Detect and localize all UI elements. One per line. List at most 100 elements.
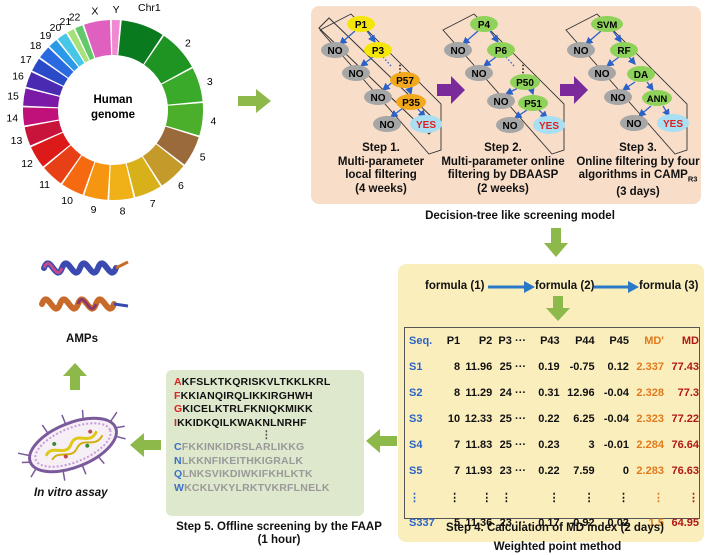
sequence-item: WKCKLVKYLRKTVKRFLNELK xyxy=(174,482,359,496)
sequence-residues: KFSLKTKQRISKVLTKKLKRL xyxy=(181,376,331,388)
chromosome-label: 19 xyxy=(40,30,52,42)
table-cell: 23 xyxy=(499,517,512,529)
table-header-cell: MD xyxy=(681,335,699,347)
table-cell: ⋮ xyxy=(449,491,461,504)
table-cell: ··· xyxy=(515,361,527,373)
sequence-item: CFKKINKIDRSLARLIKKG xyxy=(174,441,359,455)
chromosome-segment xyxy=(26,72,64,96)
tree2-node-4: P51 xyxy=(524,99,542,110)
chromosome-label: 7 xyxy=(150,198,156,210)
tree2-node-2: P6 xyxy=(495,46,508,57)
table-cell: 0.22 xyxy=(538,465,560,477)
table-cell: 7 xyxy=(454,465,461,477)
sequence-first-residue: W xyxy=(174,481,185,494)
table-cell: -0.92 xyxy=(569,517,595,529)
chromosome-segment xyxy=(84,20,112,58)
table-cell: ⋮ xyxy=(548,491,560,504)
table-cell: 25 xyxy=(499,361,512,373)
tree-step2: P4 NO P6 NO ⋮ P50 NO P51 NO YES xyxy=(444,16,565,134)
sequence-panel xyxy=(166,370,364,516)
amps-label: AMPs xyxy=(66,333,98,345)
table-cell: 77.22 xyxy=(671,413,699,425)
chromosome-label: 5 xyxy=(200,152,206,164)
chromosome-label: 11 xyxy=(39,179,50,191)
sequence-residues: LKKNFIKEITHKIGRALK xyxy=(181,454,304,467)
chromosome-label: 17 xyxy=(20,54,32,66)
step4-caption: Step 4. Calculation of MD index (2 days) xyxy=(446,522,664,534)
chromosome-label: 4 xyxy=(211,116,217,128)
table-cell: 5 xyxy=(454,517,461,529)
tree3-node-4: ANN xyxy=(647,94,668,105)
tree1-no-3: NO xyxy=(371,93,386,104)
arrow-right-icon xyxy=(437,76,465,104)
formula-1: formula (1) xyxy=(425,280,485,292)
table-cell: S5 xyxy=(409,465,423,477)
model-label: Decision-tree like screening model xyxy=(425,210,615,222)
chromosome-label: 6 xyxy=(178,180,184,192)
tree2-no-2: NO xyxy=(472,69,487,80)
svg-text:⋮: ⋮ xyxy=(395,64,405,75)
table-header-cell: MD' xyxy=(644,335,664,347)
tree1-no-1: NO xyxy=(328,46,343,57)
table-cell: S337 xyxy=(409,517,435,529)
table-cell: 64.95 xyxy=(671,517,699,529)
sequence-first-residue: F xyxy=(174,389,181,402)
table-cell: 11.83 xyxy=(465,439,493,451)
table-cell: -0.04 xyxy=(603,413,629,425)
sequence-residues: KCKLVKYLRKTVKRFLNELK xyxy=(184,481,330,494)
table-cell: 25 xyxy=(499,439,512,451)
sequence-item: QLNKSVIKDIWKIFKHLKTK xyxy=(174,468,359,482)
sequence-first-residue: I xyxy=(174,416,178,429)
arrow-left-icon xyxy=(366,429,397,453)
chromosome-label: 18 xyxy=(30,40,42,52)
chromosome-label: 9 xyxy=(91,204,97,216)
chromosome-label: 3 xyxy=(207,76,213,88)
tree2-yes: YES xyxy=(539,121,559,132)
table-cell: 12.96 xyxy=(567,387,595,399)
chromosome-segment xyxy=(24,120,63,146)
tree2-no-4: NO xyxy=(503,121,518,132)
tree1-yes: YES xyxy=(416,120,436,131)
tree3-node-3: DA xyxy=(634,70,648,81)
chromosome-segment xyxy=(40,47,74,78)
arrow-down-icon xyxy=(544,228,568,257)
step5-caption: Step 5. Offline screening by the FAAP (1… xyxy=(176,521,382,546)
table-cell: 76.64 xyxy=(671,439,699,451)
chromosome-segment xyxy=(84,162,110,200)
chromosome-label: 8 xyxy=(120,206,126,218)
table-cell: -0.01 xyxy=(603,439,629,451)
tree1-no-4: NO xyxy=(380,120,395,131)
arrow-up-icon xyxy=(63,363,87,390)
table-cell: S3 xyxy=(409,413,423,425)
table-cell: 3 xyxy=(588,439,595,451)
table-cell: 7 xyxy=(454,439,461,451)
tree-step3: SVM NO RF NO DA NO ANN NO YES xyxy=(567,16,689,132)
table-cell: 8 xyxy=(454,361,461,373)
chromosome-segment xyxy=(111,20,120,56)
sequence-residues: LNKSVIKDIWKIFKHLKTK xyxy=(182,468,313,480)
table-cell: ⋮ xyxy=(688,491,699,504)
table-cell: 11.93 xyxy=(465,465,493,477)
table-cell: ⋮ xyxy=(583,491,595,504)
chromosome-label: X xyxy=(91,6,98,18)
table-cell: 1.5 xyxy=(648,517,664,529)
tree1-node-2: P3 xyxy=(372,46,385,57)
table-cell: 0.19 xyxy=(538,361,560,373)
tree3-no-4: NO xyxy=(627,119,642,130)
tree3-node-1: SVM xyxy=(597,20,618,31)
table-cell: 11.96 xyxy=(465,361,493,373)
genome-center-label-1: Human xyxy=(94,94,133,106)
sequence-item: FKKIANQIRQLIKKIRGHWH xyxy=(174,390,359,404)
sequence-first-residue: A xyxy=(174,376,182,388)
arrow-right-icon xyxy=(594,281,639,293)
sequence-ellipsis: ⋮ xyxy=(261,429,272,441)
sequence-residues: FKKINKIDRSLARLIKKG xyxy=(181,441,305,453)
table-cell: ··· xyxy=(515,439,527,451)
table-header-cell: P2 xyxy=(478,335,493,347)
chromosome-segment xyxy=(75,25,95,61)
